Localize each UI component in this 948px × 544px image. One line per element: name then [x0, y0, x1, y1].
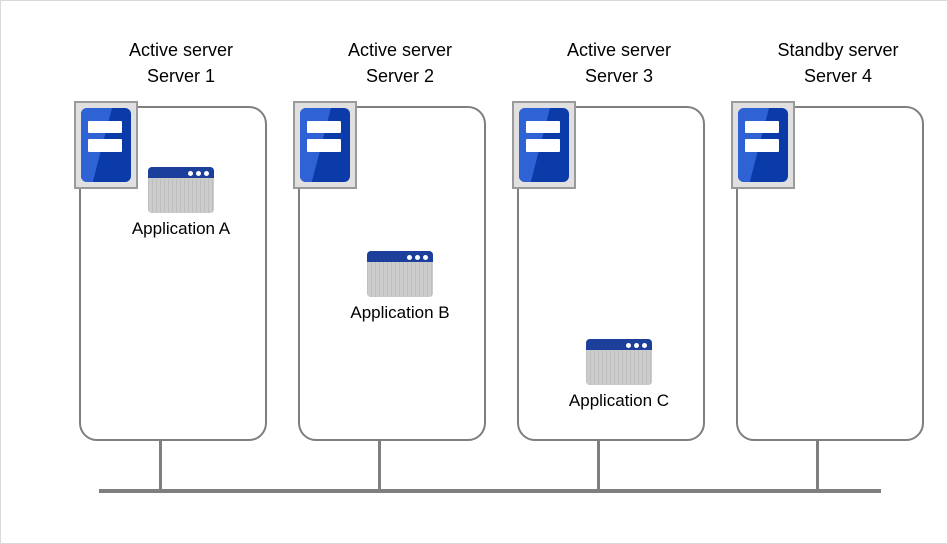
- window-body: [586, 350, 652, 385]
- network-bus-line: [99, 489, 881, 493]
- server-icon-bar-bottom: [745, 139, 779, 152]
- window-dot-icon-3: [204, 170, 209, 176]
- server-caption-1: Active server Server 1: [71, 37, 291, 89]
- server-caption-4: Standby server Server 4: [728, 37, 947, 89]
- server-icon-bar-bottom: [88, 139, 122, 152]
- window-titlebar: [367, 251, 433, 262]
- window-dot-icon-2: [415, 254, 420, 260]
- server-name-3: Server 3: [584, 66, 654, 86]
- server-icon-bar-top: [88, 120, 122, 134]
- application-label-3: Application C: [568, 391, 670, 410]
- server-icon-bar-top: [745, 120, 779, 134]
- window-dot-icon-1: [407, 254, 412, 260]
- window-dot-icon-2: [196, 170, 201, 176]
- application-window-icon[interactable]: [367, 251, 433, 297]
- server-icon-frame-2: [293, 101, 357, 189]
- server-icon: [519, 108, 569, 182]
- server-icon-frame-4: [731, 101, 795, 189]
- application-label-2: Application B: [350, 303, 450, 322]
- server-column-2: Active server Server 2 Application B: [290, 1, 510, 543]
- server-caption-3: Active server Server 3: [509, 37, 729, 89]
- window-titlebar: [586, 339, 652, 350]
- window-dot-icon-1: [626, 342, 631, 348]
- window-dot-icon-1: [188, 170, 193, 176]
- server-column-3: Active server Server 3 Application C: [509, 1, 729, 543]
- window-body: [367, 262, 433, 297]
- application-group-1: Application A: [71, 167, 291, 240]
- server-caption-2: Active server Server 2: [290, 37, 510, 89]
- server-icon: [81, 108, 131, 182]
- server-column-1: Active server Server 1 Application A: [71, 1, 291, 543]
- server-name-2: Server 2: [365, 66, 435, 86]
- server-icon: [738, 108, 788, 182]
- window-body: [148, 178, 214, 213]
- server-icon-frame-3: [512, 101, 576, 189]
- server-icon-bar-top: [307, 120, 341, 134]
- server-drop-line-4: [816, 441, 819, 489]
- application-label-1: Application A: [131, 219, 231, 238]
- application-group-2: Application B: [290, 251, 510, 324]
- window-dot-icon-3: [642, 342, 647, 348]
- server-icon-bar-bottom: [526, 139, 560, 152]
- window-dot-icon-2: [634, 342, 639, 348]
- application-window-icon[interactable]: [586, 339, 652, 385]
- server-drop-line-1: [159, 441, 162, 489]
- server-role-2: Active server: [347, 40, 453, 60]
- server-role-1: Active server: [128, 40, 234, 60]
- server-icon-frame-1: [74, 101, 138, 189]
- server-name-4: Server 4: [803, 66, 873, 86]
- server-icon-bar-top: [526, 120, 560, 134]
- server-icon-bar-bottom: [307, 139, 341, 152]
- server-role-3: Active server: [566, 40, 672, 60]
- server-drop-line-3: [597, 441, 600, 489]
- window-dot-icon-3: [423, 254, 428, 260]
- server-icon: [300, 108, 350, 182]
- application-group-3: Application C: [509, 339, 729, 412]
- application-window-icon[interactable]: [148, 167, 214, 213]
- server-name-1: Server 1: [146, 66, 216, 86]
- server-column-4: Standby server Server 4: [728, 1, 947, 543]
- server-role-4: Standby server: [777, 40, 899, 60]
- server-drop-line-2: [378, 441, 381, 489]
- window-titlebar: [148, 167, 214, 178]
